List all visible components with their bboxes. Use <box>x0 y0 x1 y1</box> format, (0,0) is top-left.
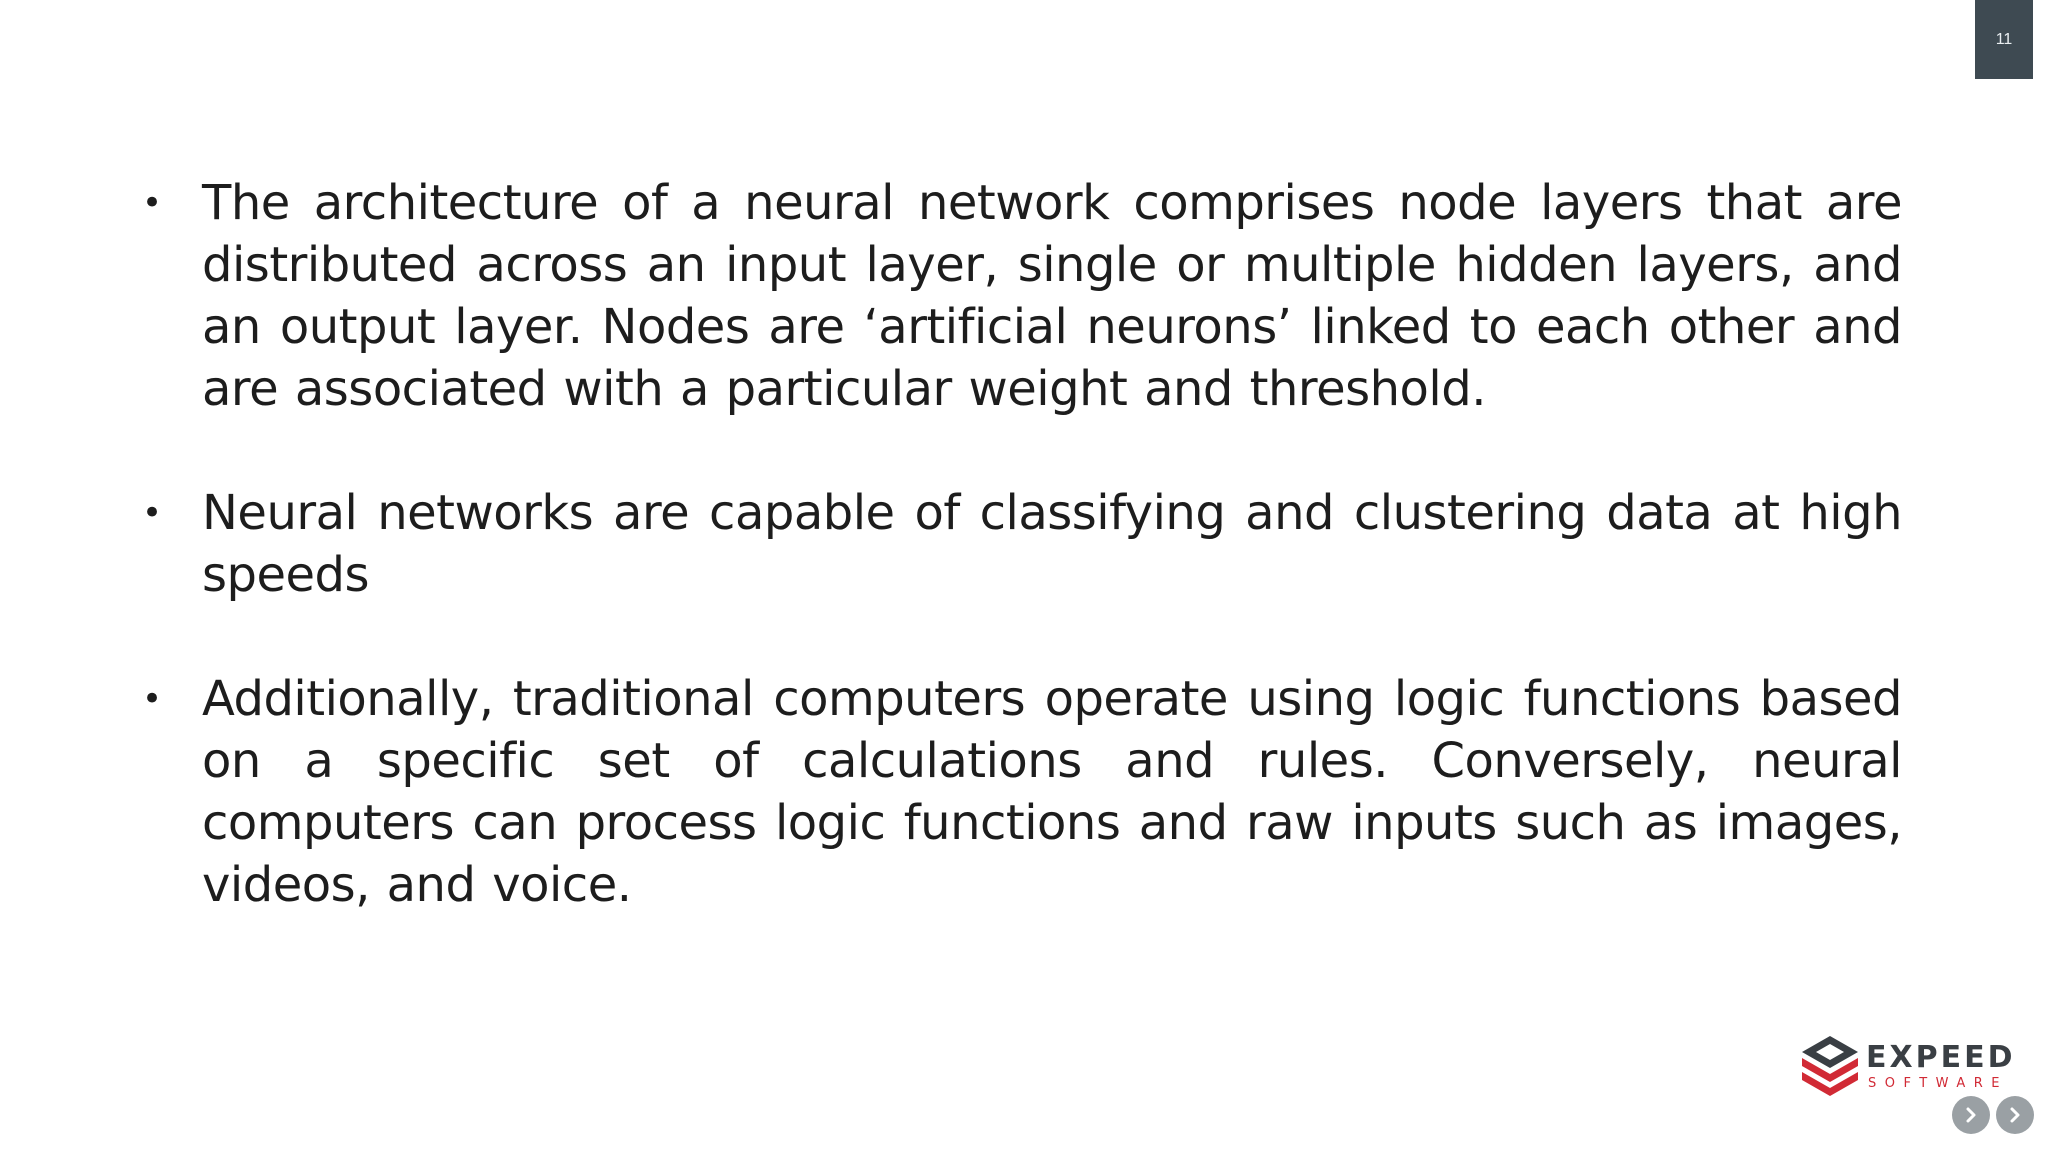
logo-subtitle: SOFTWARE <box>1868 1076 2008 1091</box>
next-slide-button[interactable] <box>1996 1096 2034 1134</box>
bullet-text: Neural networks are capable of classifyi… <box>202 485 1903 603</box>
bullet-list: • The architecture of a neural network c… <box>142 172 1903 916</box>
chevron-right-icon <box>2010 1107 2020 1123</box>
chevron-right-icon <box>1966 1107 1976 1123</box>
bullet-item: • Neural networks are capable of classif… <box>142 482 1903 606</box>
bullet-item: • Additionally, traditional computers op… <box>142 668 1903 916</box>
bullet-text: Additionally, traditional computers oper… <box>202 671 1903 913</box>
logo-wordmark: EXPEED <box>1866 1040 2016 1075</box>
bullet-dot: • <box>142 183 162 223</box>
bullet-dot: • <box>142 679 162 719</box>
page-number-badge: 11 <box>1975 0 2033 79</box>
expeed-logo: EXPEED SOFTWARE <box>1800 1034 2013 1100</box>
expeed-logo-mark-icon <box>1802 1036 1858 1096</box>
bullet-text: The architecture of a neural network com… <box>202 175 1903 417</box>
previous-slide-button[interactable] <box>1952 1096 1990 1134</box>
bullet-item: • The architecture of a neural network c… <box>142 172 1903 420</box>
bullet-dot: • <box>142 493 162 533</box>
page-number: 11 <box>1995 30 2013 48</box>
